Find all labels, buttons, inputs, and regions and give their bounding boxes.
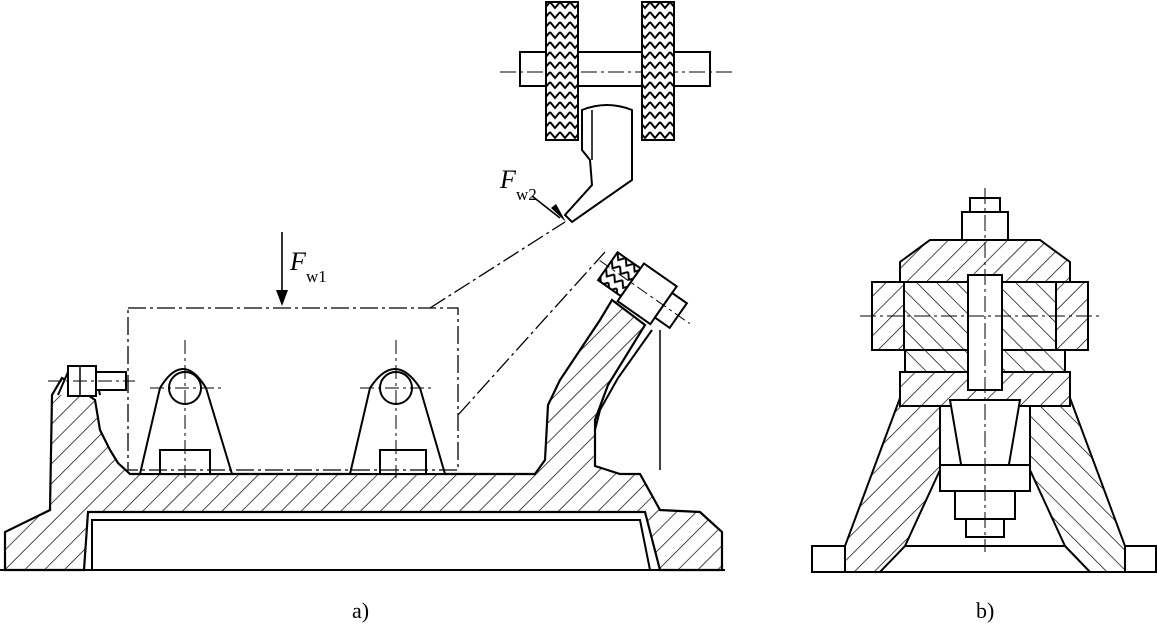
force-fw1-subscript: w1	[306, 267, 327, 286]
caption-a: a)	[352, 598, 370, 623]
caption-b: b)	[976, 598, 995, 623]
workpiece-outline	[127, 221, 606, 471]
feed-shaft	[500, 1, 735, 141]
view-a: F w1 F w2	[0, 1, 735, 572]
view-b	[811, 188, 1157, 573]
fixture-base	[0, 298, 725, 572]
right-locating-block	[348, 340, 447, 478]
angled-clamp-screw	[596, 250, 691, 330]
force-fw2-subscript: w2	[516, 185, 537, 204]
left-locating-block	[138, 340, 234, 478]
force-fw1-symbol: F	[289, 247, 307, 276]
force-fw1-arrow	[276, 232, 288, 306]
force-fw2-symbol: F	[499, 165, 517, 194]
force-fw2-arrow	[531, 195, 566, 222]
clamp-arm	[563, 104, 633, 224]
left-stop-bolt	[48, 365, 135, 397]
